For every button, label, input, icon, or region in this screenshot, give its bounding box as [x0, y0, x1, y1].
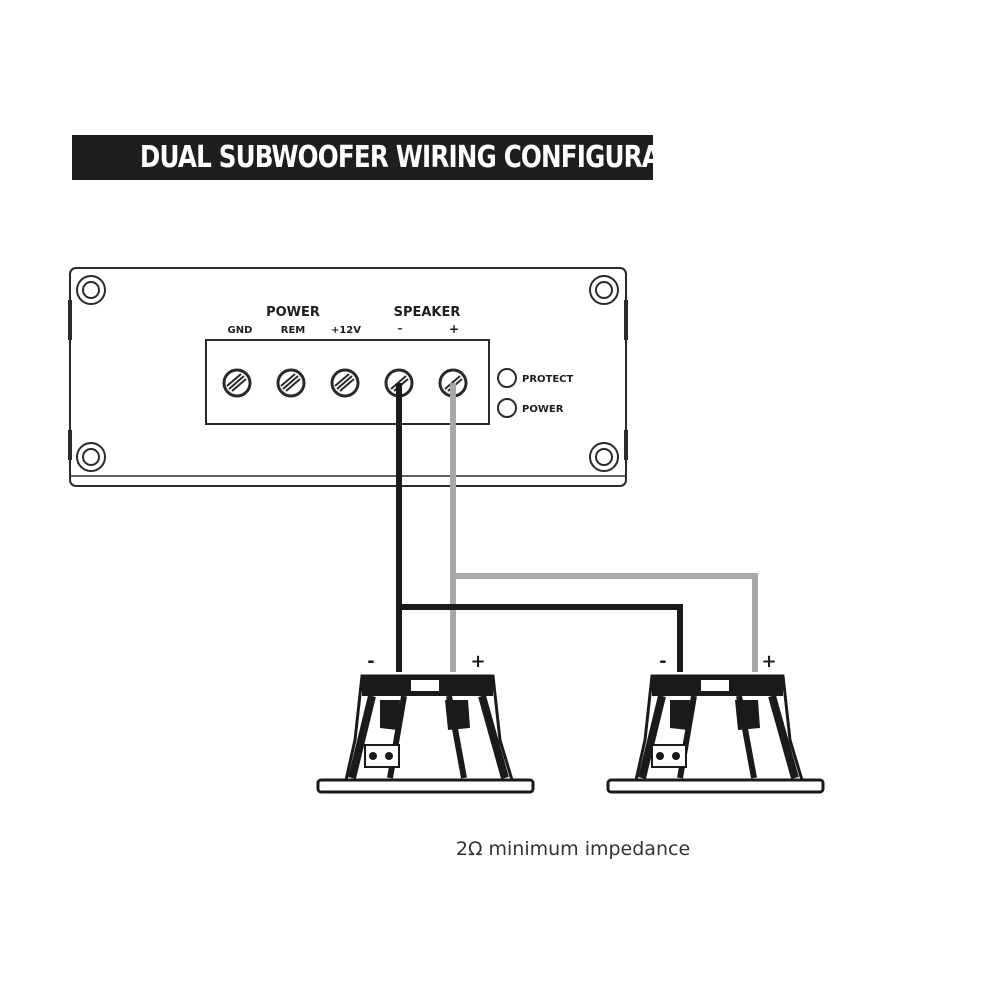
terminal-label-speaker-plus: + [449, 322, 459, 336]
mounting-screw-icon [589, 275, 619, 305]
terminal-label-gnd: GND [228, 325, 253, 336]
title-banner: DUAL SUBWOOFER WIRING CONFIGURATION [72, 135, 723, 180]
impedance-caption: 2Ω minimum impedance [456, 838, 690, 860]
terminal-label-12v: +12V [331, 325, 361, 336]
speaker-group-label: SPEAKER [394, 305, 461, 320]
terminal-screw-icon [276, 368, 306, 398]
power-indicator-label: POWER [522, 404, 564, 415]
terminal-label-rem: REM [281, 325, 306, 336]
mounting-screw-icon [76, 275, 106, 305]
subwoofer-1: - + [316, 651, 535, 794]
subwoofer-2-plus-label: + [761, 651, 776, 672]
terminal-screw-icon [222, 368, 252, 398]
terminal-label-speaker-minus: – [397, 322, 403, 335]
subwoofer-2: - + [606, 651, 825, 794]
mounting-screw-icon [589, 442, 619, 472]
power-group-label: POWER [266, 305, 320, 320]
page-title: DUAL SUBWOOFER WIRING CONFIGURATION [139, 140, 723, 175]
positive-wire [450, 383, 758, 672]
subwoofer-2-minus-label: - [659, 651, 666, 672]
subwoofer-1-plus-label: + [470, 651, 485, 672]
mounting-screw-icon [76, 442, 106, 472]
subwoofer-1-minus-label: - [367, 651, 374, 672]
protect-label: PROTECT [522, 374, 574, 385]
terminal-screw-icon [330, 368, 360, 398]
amplifier: POWER SPEAKER GND REM +12V – + [68, 267, 628, 487]
protect-led-icon [497, 368, 517, 388]
power-led-icon [497, 398, 517, 418]
negative-wire [396, 383, 683, 672]
